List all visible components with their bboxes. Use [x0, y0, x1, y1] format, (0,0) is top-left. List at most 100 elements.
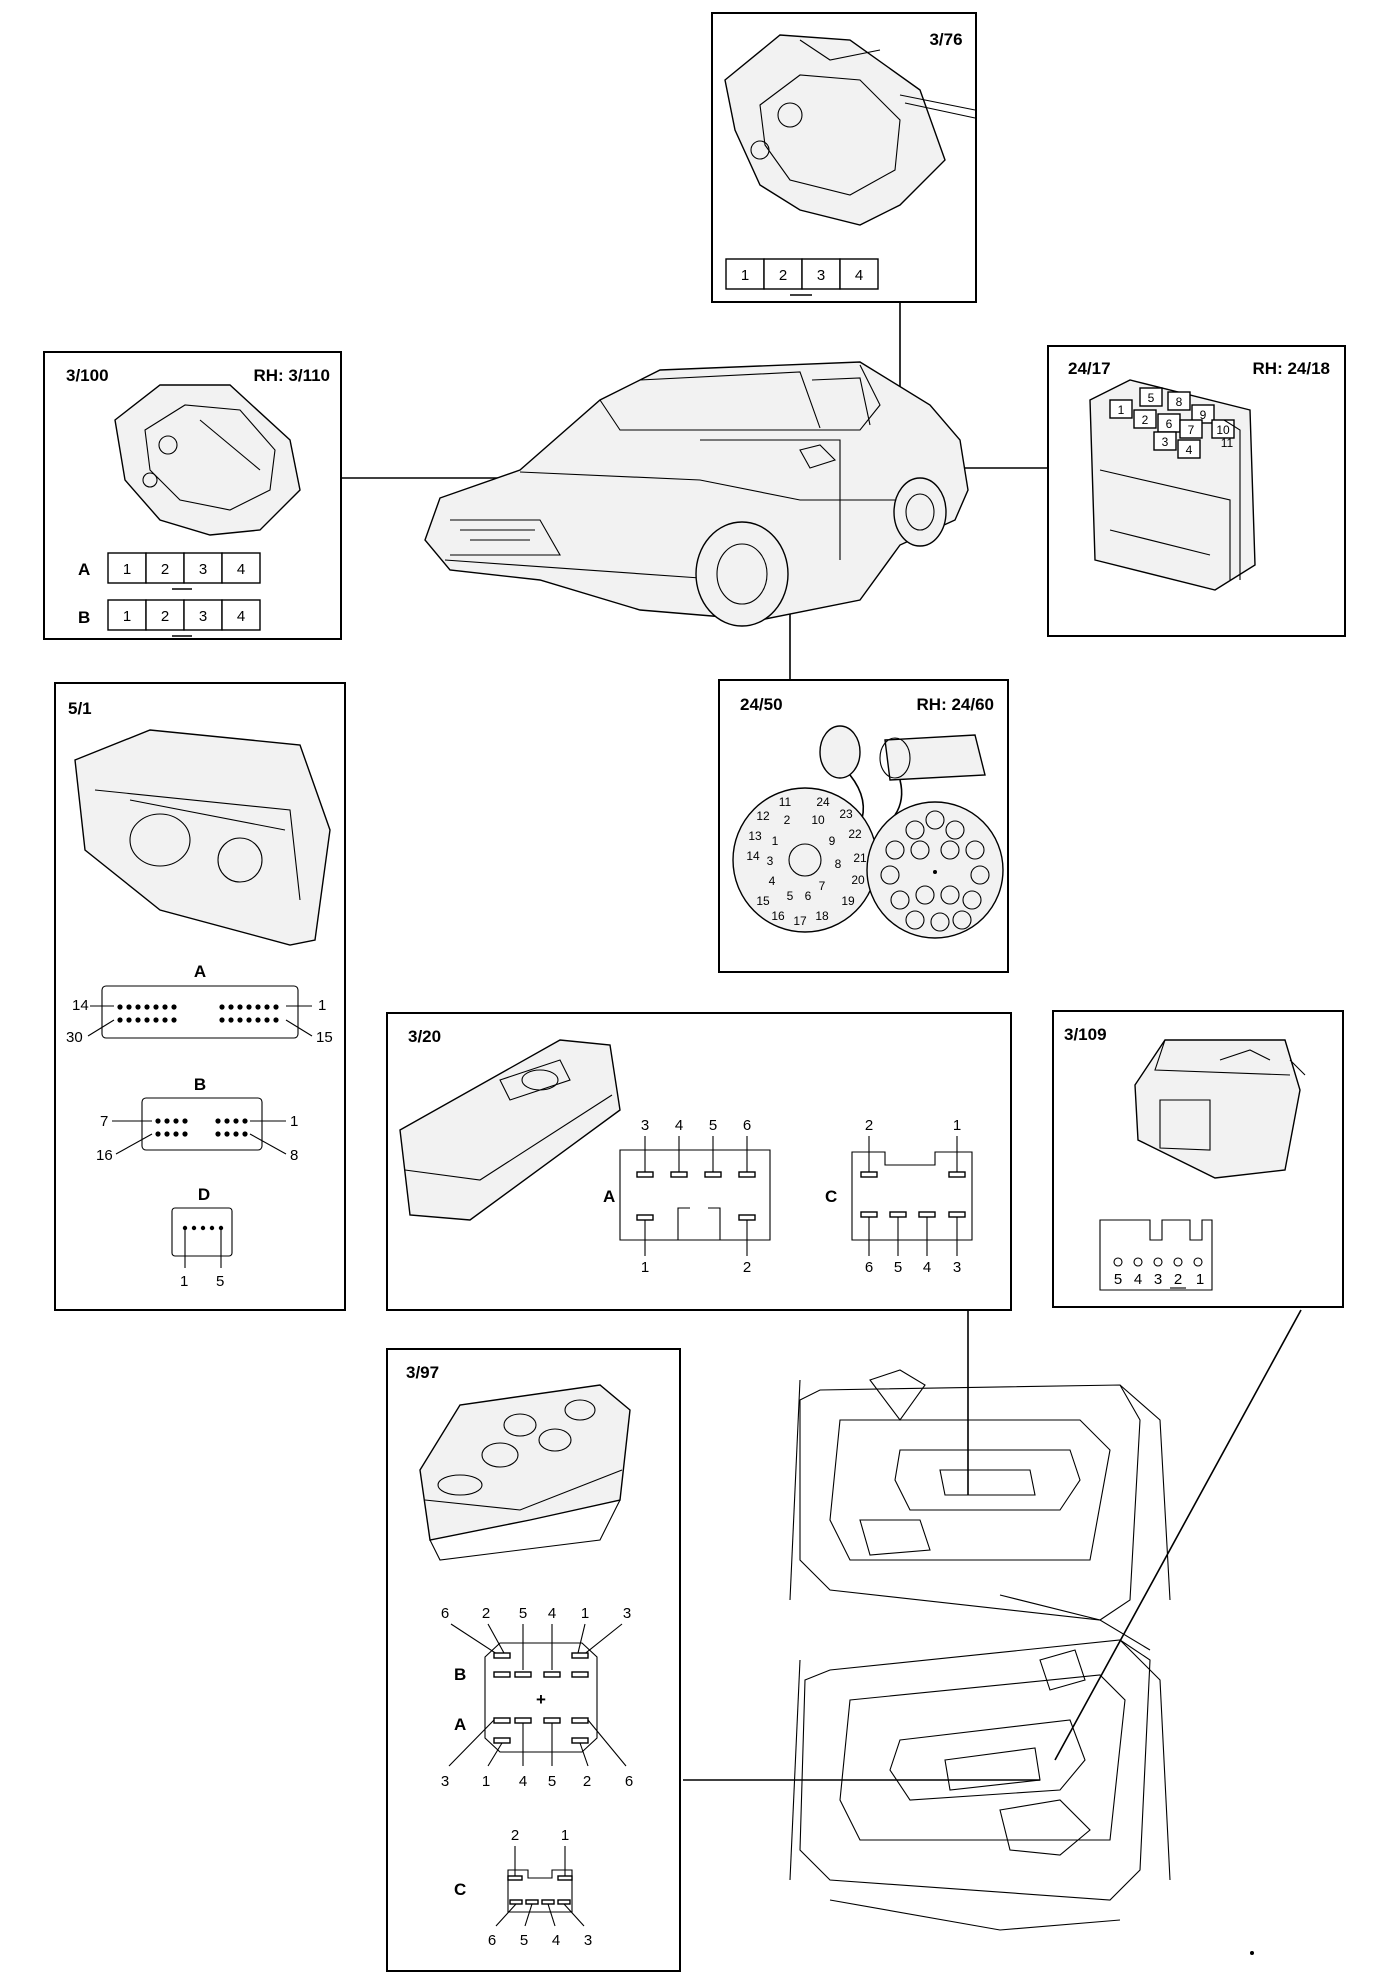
window-switch-illustration	[399, 1039, 621, 1221]
pin-dot	[242, 1118, 248, 1124]
pin-label: 11	[779, 795, 792, 809]
door-lock-illustration	[724, 34, 976, 226]
pin-label: 1	[123, 608, 131, 625]
connector-a: A 3 4 5 6 1 2	[603, 1117, 771, 1276]
pin-dot	[246, 1017, 252, 1023]
pin-label: 2	[779, 267, 787, 284]
pin-label: 24	[816, 795, 830, 809]
pin-label: 1	[772, 834, 779, 848]
pin-dot	[153, 1004, 159, 1010]
pin-label: 4	[548, 1605, 556, 1622]
pin-label: 2	[865, 1117, 873, 1134]
pin-label: 6	[488, 1932, 496, 1949]
pin-label: 21	[853, 851, 867, 865]
pin-dot	[273, 1017, 279, 1023]
pin-dot	[162, 1004, 168, 1010]
pin-label: 4	[519, 1773, 527, 1790]
pin-dot	[164, 1118, 170, 1124]
pin-dot	[215, 1131, 221, 1137]
component-3-20: 3/20 A 3 4 5 6 1	[386, 1012, 1012, 1311]
connector-label: C	[825, 1187, 837, 1206]
pin-label: 2	[1174, 1271, 1182, 1288]
pin-label: 3	[199, 561, 207, 578]
component-id: 5/1	[68, 699, 92, 718]
component-3-109: 3/109 5 4 3 2 1	[1052, 1010, 1344, 1308]
pin-dot	[255, 1017, 261, 1023]
pin-label: 18	[815, 909, 829, 923]
pin-label: 4	[1186, 443, 1193, 457]
pin-label: 9	[1200, 408, 1207, 422]
car-illustration	[424, 361, 969, 627]
pin-label: 4	[237, 608, 245, 625]
pin-label: 3	[817, 267, 825, 284]
plus-symbol: +	[536, 1690, 546, 1709]
pin-label: 2	[583, 1773, 591, 1790]
pin-dot	[155, 1118, 161, 1124]
connector-label: A	[603, 1187, 615, 1206]
pin-dot	[153, 1017, 159, 1023]
pin-label: 6	[805, 889, 812, 903]
pin-dot	[242, 1131, 248, 1137]
pin-dot	[228, 1017, 234, 1023]
pin-label: 3	[199, 608, 207, 625]
pin-label: 6	[441, 1605, 449, 1622]
pin-label: 2	[511, 1827, 519, 1844]
pin-label: 2	[161, 561, 169, 578]
connector-c: C 2 1 6 5 4 3	[825, 1117, 973, 1276]
pin-label: 3	[623, 1605, 631, 1622]
connector-b: B 1 2 3 4	[78, 599, 261, 637]
pin-label: 3	[1154, 1271, 1162, 1288]
pin-label: 5	[1148, 391, 1155, 405]
pin-dot	[126, 1017, 132, 1023]
pin-label: 7	[819, 879, 826, 893]
rh-id: RH: 3/110	[253, 366, 330, 385]
pin-dot	[219, 1004, 225, 1010]
component-id: 3/76	[929, 30, 962, 49]
pin-label: 3	[1162, 435, 1169, 449]
pin-dot	[219, 1017, 225, 1023]
connector-d: D 1 5	[171, 1185, 233, 1290]
pin-label: 5	[1114, 1271, 1122, 1288]
pin-label: 13	[748, 829, 762, 843]
connector-b: B 7 1 16 8	[96, 1075, 298, 1164]
pin-label: 1	[1118, 403, 1125, 417]
pin-label: 15	[756, 894, 770, 908]
plug-illustration	[819, 725, 986, 826]
pin-label: 23	[839, 807, 853, 821]
pin-label: 8	[835, 857, 842, 871]
pin-label: 1	[641, 1259, 649, 1276]
pin-dot	[135, 1017, 141, 1023]
pin-label: 20	[851, 873, 865, 887]
pin-label: 4	[1134, 1271, 1142, 1288]
door-panel-rear-illustration	[789, 1369, 1171, 1651]
pin-label: 5	[520, 1932, 528, 1949]
mirror-switch-illustration: 1 5 8 9 2 6 10 7 11 3 4	[1089, 379, 1256, 591]
component-id: 24/50	[740, 695, 783, 714]
component-id: 24/17	[1068, 359, 1111, 378]
pin-dot	[228, 1004, 234, 1010]
component-3-76: 3/76 1 2 3 4	[711, 12, 977, 303]
pin-dot	[144, 1004, 150, 1010]
pin-label: 5	[709, 1117, 717, 1134]
pin-label: 30	[66, 1029, 83, 1046]
door-panel-front-illustration	[789, 1639, 1171, 1931]
pin-strip: 1 2 3 4	[725, 258, 879, 296]
component-id: 3/100	[66, 366, 109, 385]
pin-dot	[182, 1131, 188, 1137]
pin-dot	[273, 1004, 279, 1010]
component-id: 3/109	[1064, 1025, 1107, 1044]
pin-label: 5	[548, 1773, 556, 1790]
pin-dot	[233, 1118, 239, 1124]
pin-label: 15	[316, 1029, 333, 1046]
connector-label: A	[78, 560, 90, 579]
pin-label: 1	[123, 561, 131, 578]
connector-label: C	[454, 1880, 466, 1899]
pin-label: 6	[625, 1773, 633, 1790]
pin-label: 5	[519, 1605, 527, 1622]
pin-label: 5	[894, 1259, 902, 1276]
pin-label: 2	[784, 813, 791, 827]
pin-dot	[237, 1017, 243, 1023]
pin-label: 1	[180, 1273, 188, 1290]
component-3-100: 3/100 RH: 3/110 A 1 2 3 4 B	[43, 351, 342, 640]
